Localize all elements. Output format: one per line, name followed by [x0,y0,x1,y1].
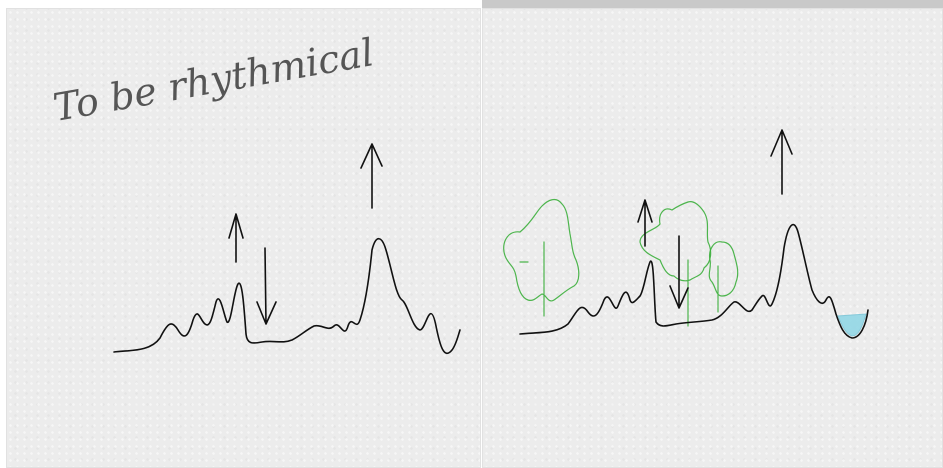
left-up-arrow-tall [360,143,383,209]
green-tree-right [708,241,739,313]
right-sketch-panel[interactable] [482,8,943,468]
right-up-arrow-tall [770,129,793,195]
left-down-arrow [256,247,277,325]
handwritten-title: To be rhythmical [50,30,377,130]
right-down-arrow [669,235,689,309]
green-tree-middle [639,201,712,327]
green-tree-left [503,198,580,317]
water-pool [837,313,867,337]
left-up-arrow-small [228,213,244,263]
toolbar-strip [482,0,943,8]
right-rhythm-line [519,223,869,339]
left-rhythm-line [113,237,461,355]
right-up-arrow-small [637,199,653,247]
